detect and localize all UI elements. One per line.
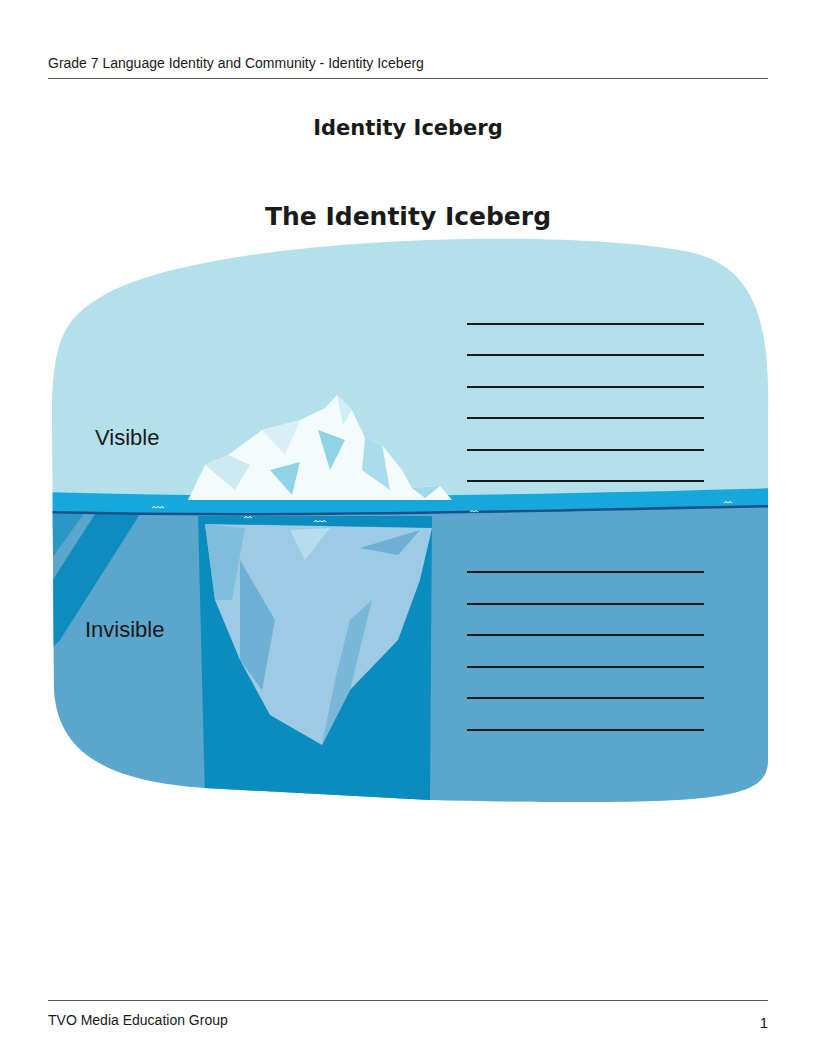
waterline bbox=[40, 506, 780, 514]
iceberg-facet bbox=[362, 438, 390, 490]
scene bbox=[40, 220, 780, 820]
footer-rule bbox=[48, 1000, 768, 1001]
header-rule bbox=[48, 78, 768, 79]
iceberg-facet bbox=[318, 430, 345, 470]
iceberg-facet bbox=[205, 524, 245, 600]
iceberg-visible bbox=[188, 395, 452, 500]
iceberg-facet bbox=[262, 420, 300, 455]
region-label: Invisible bbox=[85, 617, 164, 643]
iceberg-facet bbox=[205, 455, 250, 490]
writing-lines bbox=[467, 324, 704, 730]
sky bbox=[40, 220, 780, 820]
iceberg-facet bbox=[412, 486, 440, 498]
iceberg-facet bbox=[290, 528, 330, 560]
iceberg-underwater bbox=[205, 524, 432, 745]
page-title: Identity Iceberg bbox=[0, 116, 816, 141]
iceberg-facet bbox=[322, 600, 372, 745]
wave-marks bbox=[152, 502, 732, 523]
diagram-heading: The Identity Iceberg bbox=[0, 202, 816, 232]
iceberg-facet bbox=[240, 560, 275, 690]
header-text: Grade 7 Language Identity and Community … bbox=[48, 55, 424, 72]
footer-text: TVO Media Education Group bbox=[48, 1012, 228, 1029]
iceberg-facet bbox=[360, 530, 420, 555]
deep-water bbox=[40, 504, 780, 820]
page-number: 1 bbox=[760, 1014, 768, 1032]
water-column bbox=[198, 516, 432, 800]
iceberg-facet bbox=[270, 462, 300, 495]
region-label: Visible bbox=[95, 425, 159, 451]
iceberg-facet bbox=[337, 395, 352, 425]
